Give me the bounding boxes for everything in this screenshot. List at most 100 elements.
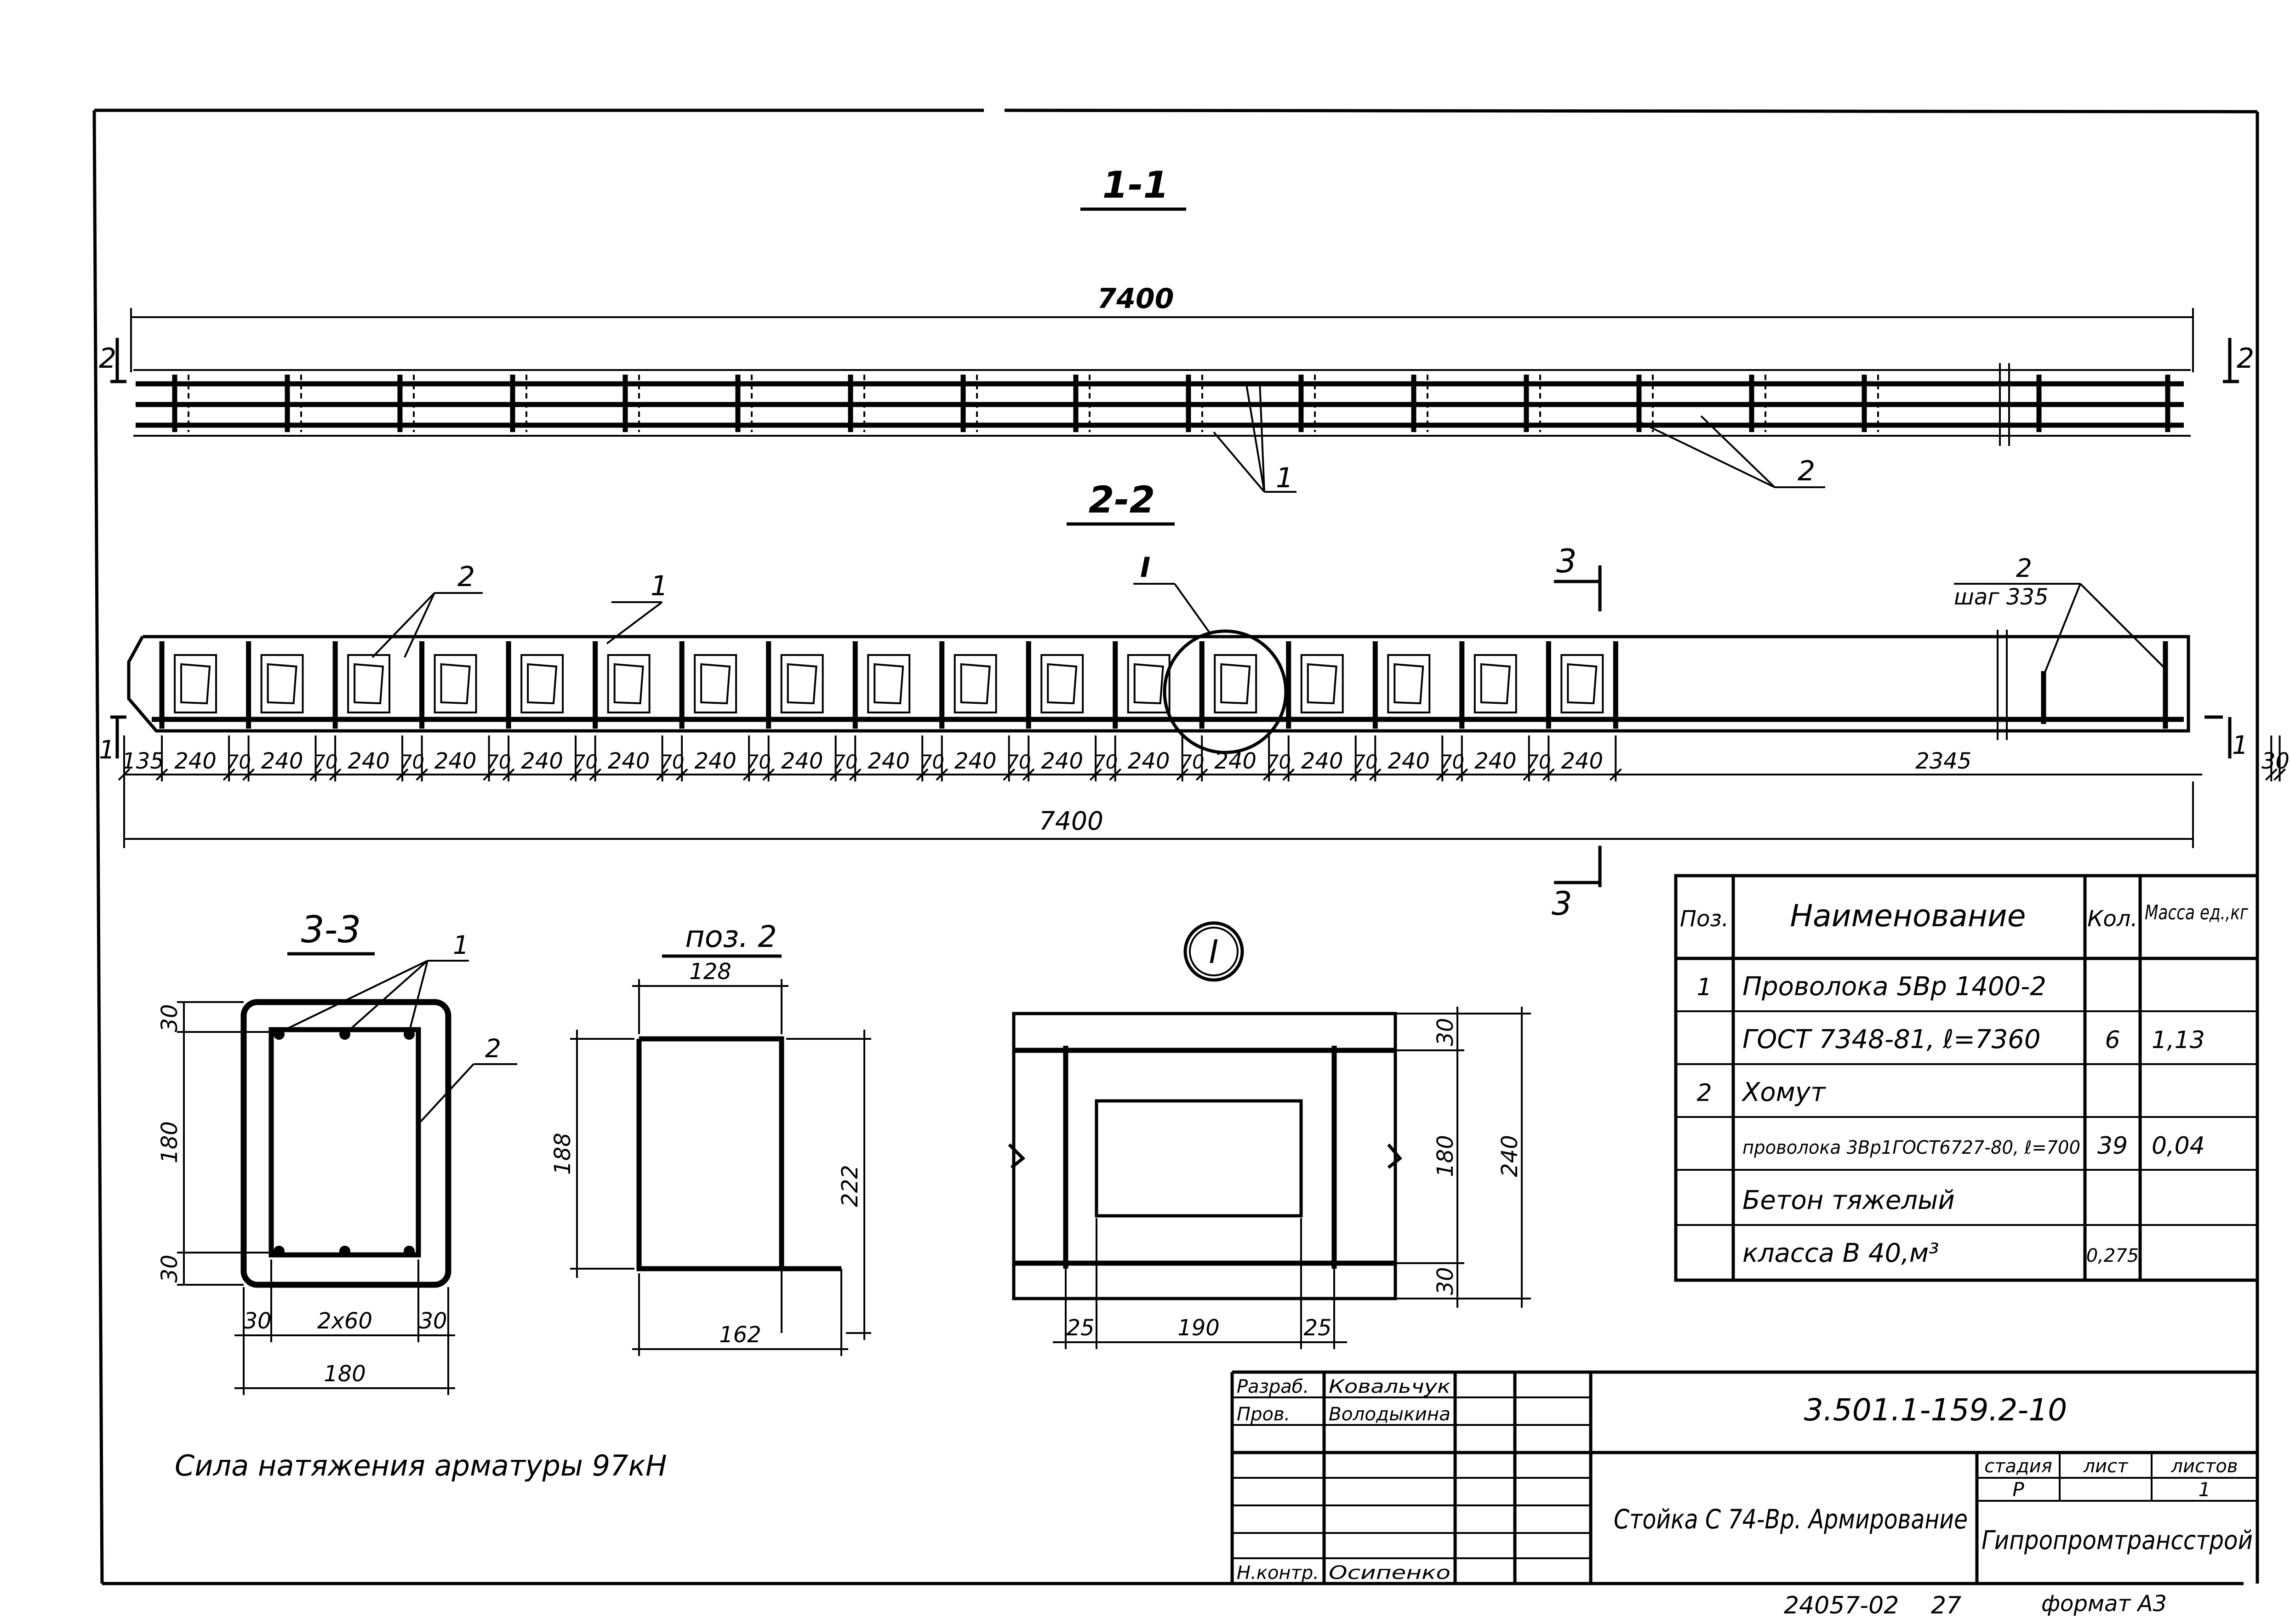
dim-value: 70 (1267, 751, 1291, 773)
dim-value: 70 (747, 751, 771, 773)
section-2-2: 2-2 I 2 1 2 шаг 335 3 (99, 479, 2290, 923)
opening-outline (1473, 654, 1517, 713)
dim-value: 240 (348, 748, 390, 774)
sheet-header: лист (2083, 1456, 2129, 1477)
dim-tick (742, 768, 755, 781)
node-dim-30-top: 30 (1433, 1018, 1458, 1046)
dim-value: 240 (608, 748, 650, 774)
tension-note: Сила натяжения арматуры 97кН (175, 1449, 667, 1482)
s33-dim-30-right: 30 (419, 1308, 447, 1334)
section-2-2-length: 7400 (1039, 806, 1103, 836)
opening-outline (780, 654, 824, 713)
stage-header: стадия (1984, 1456, 2052, 1477)
opening-inner (700, 663, 731, 705)
pos2-dim-162: 162 (719, 1322, 761, 1348)
opening-outline (1560, 654, 1604, 713)
spec-cell: класса В 40,м³ (1742, 1238, 1939, 1268)
section-2-2-title: 2-2 (1089, 479, 1155, 521)
opening-outline (1127, 654, 1171, 713)
node-dim-25-left: 25 (1066, 1315, 1094, 1341)
dim-value: 70 (1353, 751, 1377, 773)
dim-tick (1003, 768, 1016, 781)
dim-tick (936, 768, 948, 781)
cut-mark-2-right: 2 (2237, 342, 2254, 375)
dim-tick (589, 768, 602, 781)
dim-tick (1609, 768, 1622, 781)
dim-tick (2273, 768, 2286, 781)
dim-value: 135 (122, 748, 164, 774)
s33-dim-2x60: 2x60 (317, 1308, 372, 1334)
tb-name: Ковальчук (1329, 1376, 1451, 1397)
dim-tick (483, 768, 495, 781)
opening-inner (1133, 663, 1164, 705)
stirrup-label: 2 (2016, 553, 2032, 583)
tb-role: Разраб. (1237, 1376, 1309, 1397)
position-2-detail: поз. 2 128 188 222 162 (550, 920, 871, 1356)
section-3-3: 3-3 1 2 30 180 30 30 2x60 30 (157, 908, 517, 1395)
tb-role: Пров. (1237, 1404, 1290, 1425)
dim-tick (916, 768, 929, 781)
opening-inner (1480, 663, 1511, 705)
leader-1-label-22: 1 (651, 570, 668, 602)
opening-outline (1040, 654, 1084, 713)
tb-name: Володыкина (1329, 1404, 1451, 1425)
title-block: Разраб.КовальчукПров.ВолодыкинаН.контр.О… (1230, 1370, 2257, 1584)
dim-value: 240 (261, 748, 303, 774)
dim-value: 70 (573, 751, 598, 773)
dim-tick (1109, 768, 1122, 781)
spec-cell: ГОСТ 7348-81, ℓ=7360 (1742, 1025, 2041, 1054)
node-dim-240: 240 (1497, 1135, 1523, 1177)
dim-value: 240 (954, 748, 997, 774)
dim-value: 240 (174, 748, 217, 774)
section-1-1-title: 1-1 (1102, 164, 1169, 206)
dim-value: 240 (1301, 748, 1343, 774)
dim-value: 70 (1093, 751, 1118, 773)
dim-tick (396, 768, 409, 781)
pos2-dim-188: 188 (550, 1133, 576, 1175)
dim-tick (569, 768, 582, 781)
dim-tick (1089, 768, 1102, 781)
doc-code: 3.501.1-159.2-10 (1804, 1392, 2067, 1428)
s33-leader-1: 1 (453, 930, 469, 960)
dim-value: 70 (920, 751, 944, 773)
dim-tick (416, 768, 428, 781)
dim-tick (1456, 768, 1468, 781)
dim-tick (849, 768, 862, 781)
dim-tick (329, 768, 342, 781)
dim-tick (2265, 768, 2278, 781)
dim-value: 240 (781, 748, 823, 774)
footer: 24057-02 27 формат А3 (1784, 1591, 2167, 1619)
dim-tick (502, 768, 515, 781)
format-label: формат А3 (2041, 1591, 2167, 1617)
pos2-dim-222: 222 (837, 1165, 863, 1207)
dim-value: 240 (1388, 748, 1430, 774)
tb-name: Осипенко (1329, 1562, 1451, 1584)
section-2-2-openings (174, 654, 1604, 713)
dim-tick (155, 768, 168, 781)
spec-cell: Хомут (1741, 1077, 1826, 1107)
dim-tick (1436, 768, 1449, 781)
spec-cell: Бетон тяжелый (1742, 1185, 1955, 1215)
leader-2-label-22: 2 (457, 561, 475, 593)
opening-inner (787, 663, 817, 705)
node-dim-30-bottom: 30 (1433, 1267, 1458, 1295)
node-dim-190: 190 (1177, 1315, 1220, 1341)
node-I-title: I (1209, 933, 1219, 971)
node-I-detail: I 30 180 240 30 25 190 25 (1008, 921, 1531, 1349)
opening-outline (694, 654, 737, 713)
dim-value: 240 (1041, 748, 1083, 774)
dim-value: 70 (833, 751, 857, 773)
dim-tick (1542, 768, 1555, 781)
spec-header-name: Наименование (1790, 898, 2026, 934)
opening-outline (954, 654, 997, 713)
dim-value: 70 (313, 751, 337, 773)
s33-dim-180-h: 180 (324, 1361, 366, 1387)
dim-value: 240 (1214, 748, 1256, 774)
stage-value: Р (2012, 1478, 2024, 1501)
drawing-frame (92, 108, 2259, 1585)
opening-inner (527, 663, 558, 705)
dim-tick (1176, 768, 1189, 781)
opening-inner (267, 663, 297, 705)
